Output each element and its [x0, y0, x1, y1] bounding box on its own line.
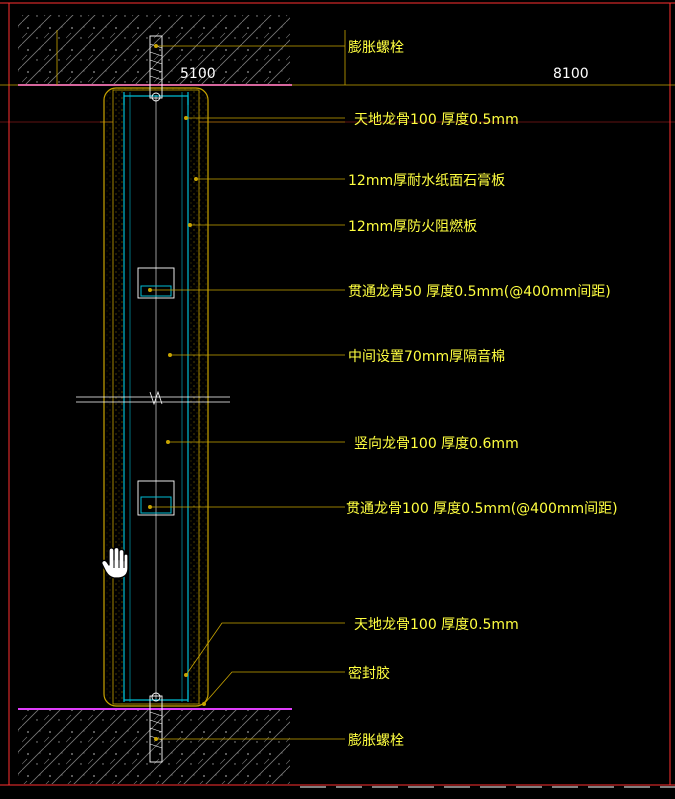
label-top-expansion-bolt: 膨胀螺栓	[348, 39, 404, 56]
callout-labels: 膨胀螺栓 天地龙骨100 厚度0.5mm 12mm厚耐水纸面石膏板 12mm厚防…	[346, 39, 618, 749]
dimension-5100: 5100	[180, 66, 216, 82]
label-gypsum-board: 12mm厚耐水纸面石膏板	[348, 172, 505, 189]
label-channel-100: 贯通龙骨100 厚度0.5mm(@400mm间距)	[346, 501, 618, 517]
dimension-8100: 8100	[553, 66, 589, 82]
top-anchor-bolt	[149, 35, 163, 102]
label-channel-50: 贯通龙骨50 厚度0.5mm(@400mm间距)	[348, 284, 611, 300]
label-sealant: 密封胶	[348, 665, 390, 682]
label-vertical-stud: 竖向龙骨100 厚度0.6mm	[354, 436, 519, 452]
wall-assembly	[76, 87, 230, 707]
leader-lines	[147, 44, 345, 742]
hand-pointer-icon	[101, 546, 129, 579]
floor-slab	[18, 708, 292, 784]
label-top-track: 天地龙骨100 厚度0.5mm	[354, 112, 519, 128]
label-fireproof-board: 12mm厚防火阻燃板	[348, 218, 477, 235]
label-acoustic-wool: 中间设置70mm厚隔音棉	[348, 348, 505, 365]
ceiling-slab	[18, 15, 292, 86]
label-bottom-expansion-bolt: 膨胀螺栓	[348, 732, 404, 749]
label-bottom-track: 天地龙骨100 厚度0.5mm	[354, 617, 519, 633]
dimension-lines: 5100 8100	[0, 30, 675, 123]
bottom-anchor-bolt	[149, 692, 163, 763]
